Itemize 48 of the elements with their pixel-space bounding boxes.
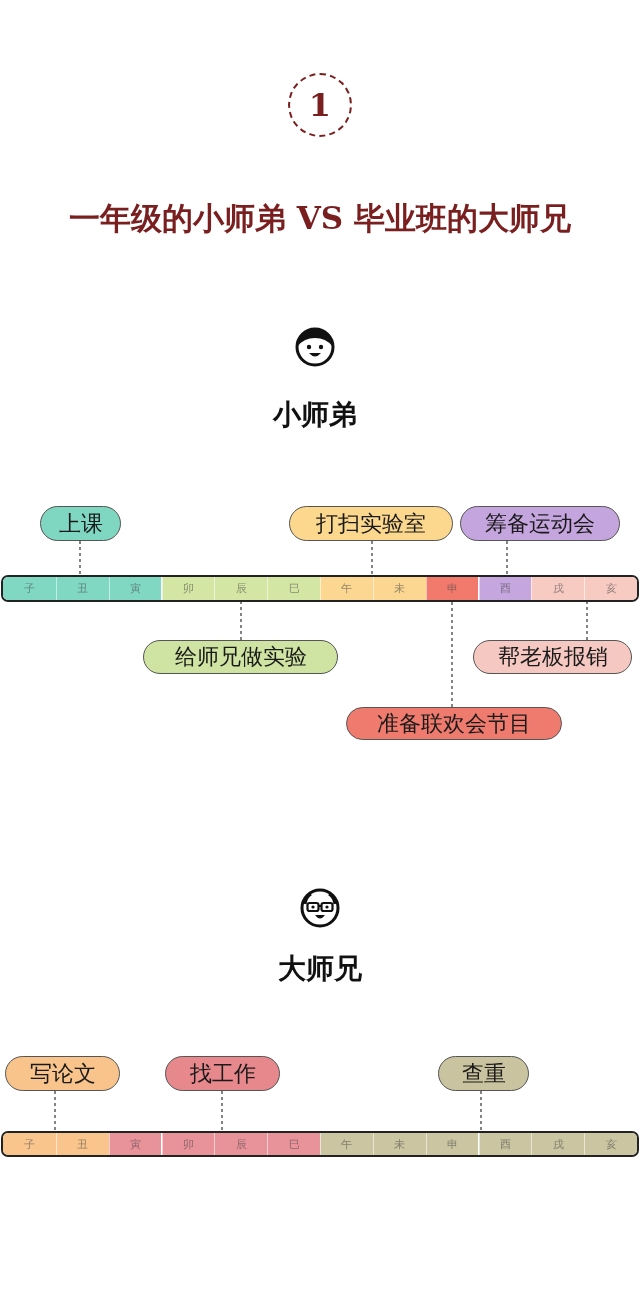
leader-line bbox=[240, 601, 242, 641]
activity-tag: 查重 bbox=[438, 1056, 529, 1091]
activity-tag: 找工作 bbox=[165, 1056, 280, 1091]
time-segment: 子 bbox=[3, 1133, 56, 1155]
leader-line bbox=[54, 1090, 56, 1132]
time-segment: 酉 bbox=[478, 1133, 532, 1155]
time-segment: 辰 bbox=[214, 577, 268, 600]
step-number-circle: 1 bbox=[288, 73, 352, 137]
leader-line bbox=[451, 601, 453, 708]
time-segment: 午 bbox=[320, 577, 373, 600]
leader-line bbox=[79, 540, 81, 576]
leader-line bbox=[371, 540, 373, 576]
activity-tag: 帮老板报销 bbox=[473, 640, 632, 674]
time-segment: 巳 bbox=[267, 577, 320, 600]
leader-line bbox=[586, 601, 588, 641]
activity-tag: 给师兄做实验 bbox=[143, 640, 338, 674]
leader-line bbox=[480, 1090, 482, 1132]
activity-tag: 打扫实验室 bbox=[289, 506, 453, 541]
time-segment: 辰 bbox=[214, 1133, 268, 1155]
time-segment: 寅 bbox=[108, 1133, 162, 1155]
activity-tag: 筹备运动会 bbox=[460, 506, 620, 541]
title: 一年级的小师弟 VS 毕业班的大师兄 bbox=[68, 199, 572, 238]
time-segment: 亥 bbox=[584, 1133, 637, 1155]
section-heading: 大师兄 bbox=[277, 951, 363, 987]
time-segment: 午 bbox=[320, 1133, 373, 1155]
timeline-bar bbox=[1, 575, 639, 602]
activity-tag: 上课 bbox=[40, 506, 121, 541]
time-segment: 亥 bbox=[584, 577, 637, 600]
time-segment: 寅 bbox=[108, 577, 162, 600]
activity-tag: 写论文 bbox=[5, 1056, 120, 1091]
time-segment: 子 bbox=[3, 577, 56, 600]
time-segment: 未 bbox=[372, 1133, 426, 1155]
time-segment: 酉 bbox=[478, 577, 532, 600]
time-segment: 丑 bbox=[55, 1133, 109, 1155]
time-segment: 卯 bbox=[161, 1133, 215, 1155]
time-segment: 卯 bbox=[161, 577, 215, 600]
time-segment: 巳 bbox=[267, 1133, 320, 1155]
section-heading: 小师弟 bbox=[271, 397, 358, 433]
time-segment: 未 bbox=[372, 577, 426, 600]
time-segment: 申 bbox=[425, 577, 479, 600]
activity-tag: 准备联欢会节目 bbox=[346, 707, 562, 740]
leader-line bbox=[506, 540, 508, 576]
time-segment: 戌 bbox=[531, 1133, 585, 1155]
timeline-bar bbox=[1, 1131, 639, 1157]
leader-line bbox=[221, 1090, 223, 1132]
time-segment: 丑 bbox=[55, 577, 109, 600]
time-segment: 戌 bbox=[531, 577, 585, 600]
time-segment: 申 bbox=[425, 1133, 479, 1155]
